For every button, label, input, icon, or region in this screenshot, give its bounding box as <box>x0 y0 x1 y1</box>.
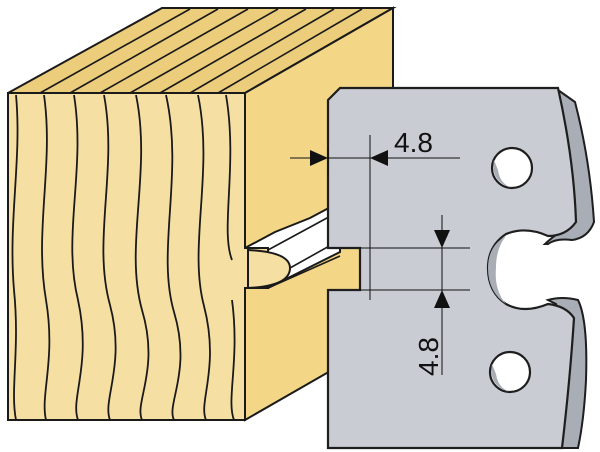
blade-hole-lower-shade <box>491 364 510 392</box>
cutter-blade-icon <box>326 86 596 450</box>
blade-body <box>326 86 578 450</box>
wood-tongue-bead <box>247 248 292 290</box>
arrow-head-icon <box>434 230 450 248</box>
wood-grain-lines <box>11 94 236 421</box>
blade-hole-upper-shade <box>493 160 512 188</box>
arrow-head-icon <box>434 290 450 308</box>
blade-notch-shade <box>488 236 506 304</box>
blade-hole-lower <box>488 350 532 394</box>
dimension-horizontal: 4.8 <box>290 127 460 300</box>
arrow-head-icon <box>370 150 388 166</box>
dimension-vertical: 4.8 <box>360 215 470 376</box>
dim-v-label: 4.8 <box>413 337 444 376</box>
dim-h-label: 4.8 <box>394 127 433 158</box>
blade-hole-upper <box>490 146 534 190</box>
wood-top-grain <box>39 8 363 94</box>
arrow-head-icon <box>310 150 328 166</box>
